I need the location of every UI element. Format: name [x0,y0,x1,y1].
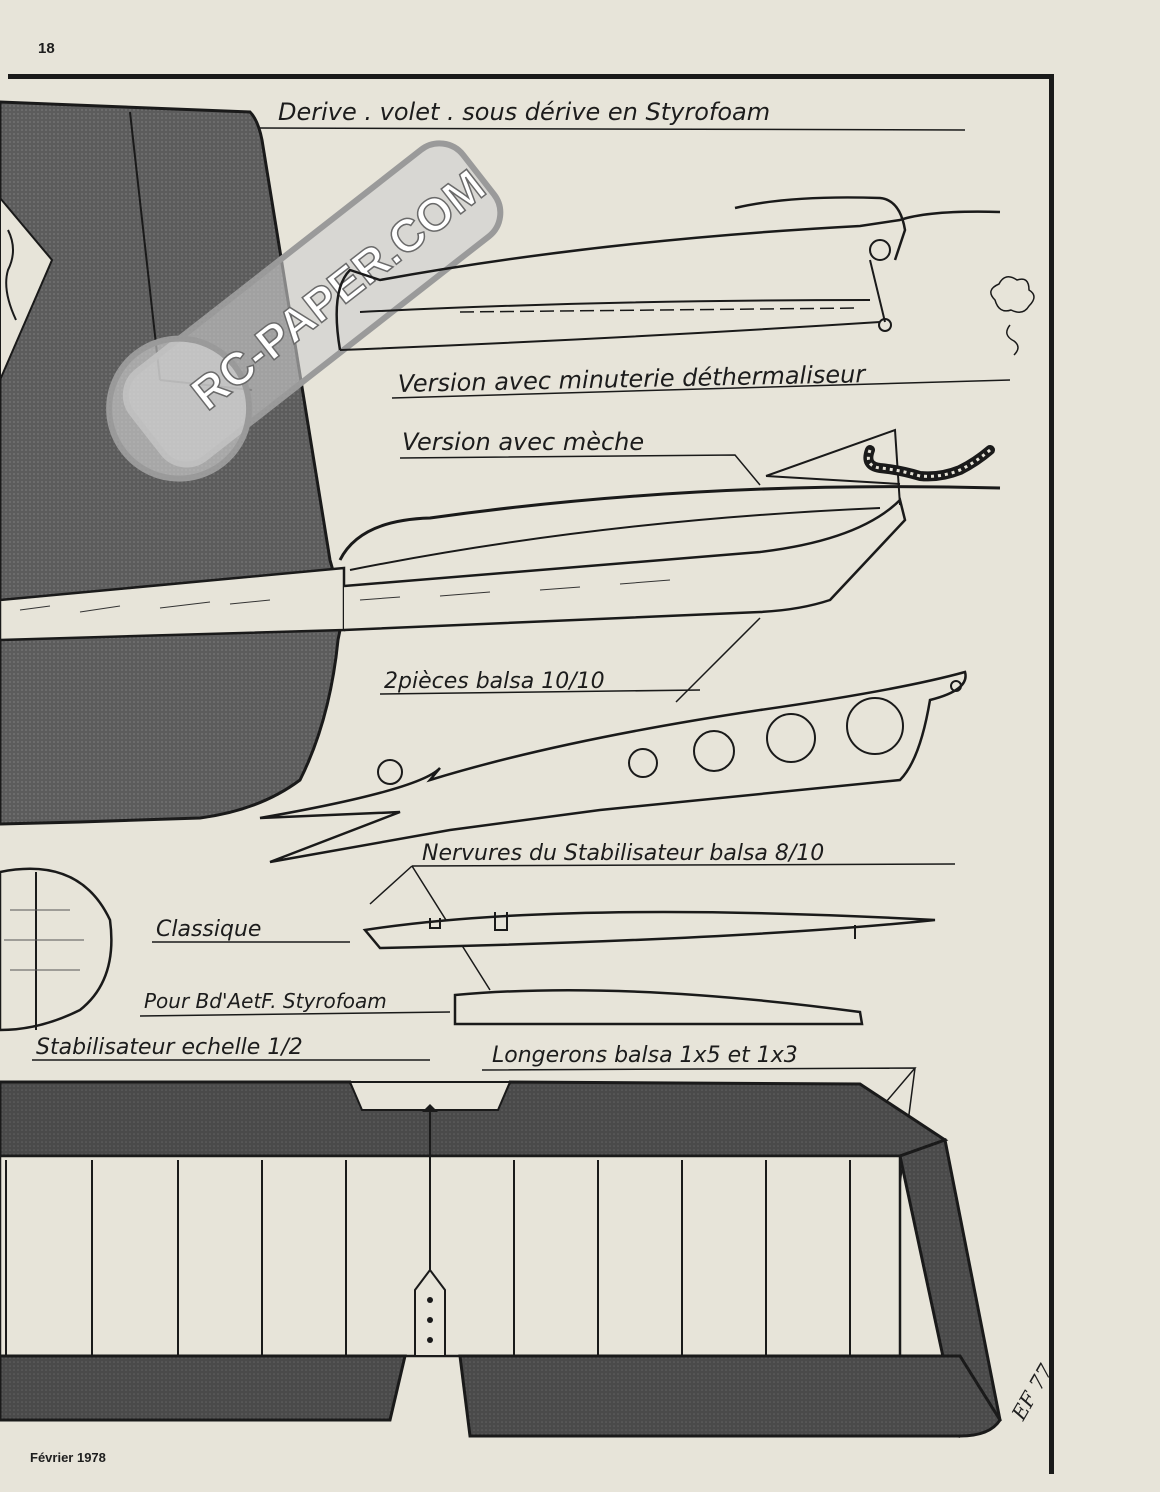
page-number: 18 [38,40,55,57]
label-version-meche: Version avec mèche [402,428,644,456]
label-version-minuterie: Version avec minuterie déthermaliseur [398,360,868,398]
drawing-frame [8,74,1054,1474]
label-stabilisateur: Stabilisateur echelle 1/2 [36,1035,303,1060]
label-pour-bd: Pour Bd'AetF. Styrofoam [144,989,387,1013]
rib-part [259,670,967,864]
rib-classique [362,910,936,950]
footer-date: Février 1978 [30,1450,106,1465]
label-nervures: Nervures du Stabilisateur balsa 8/10 [422,841,824,866]
label-derive: Derive . volet . sous dérive en Styrofoa… [278,98,770,126]
label-deux-pieces: 2pièces balsa 10/10 [384,669,605,694]
spar-section [0,867,113,1032]
rib-styrofoam [453,988,864,1026]
center-key [414,1268,446,1357]
minuterie-detail [335,210,1001,351]
stabilizer-trailing-edge [0,1354,407,1422]
label-longerons: Longerons balsa 1x5 et 1x3 [492,1043,798,1068]
label-classique: Classique [156,917,261,942]
